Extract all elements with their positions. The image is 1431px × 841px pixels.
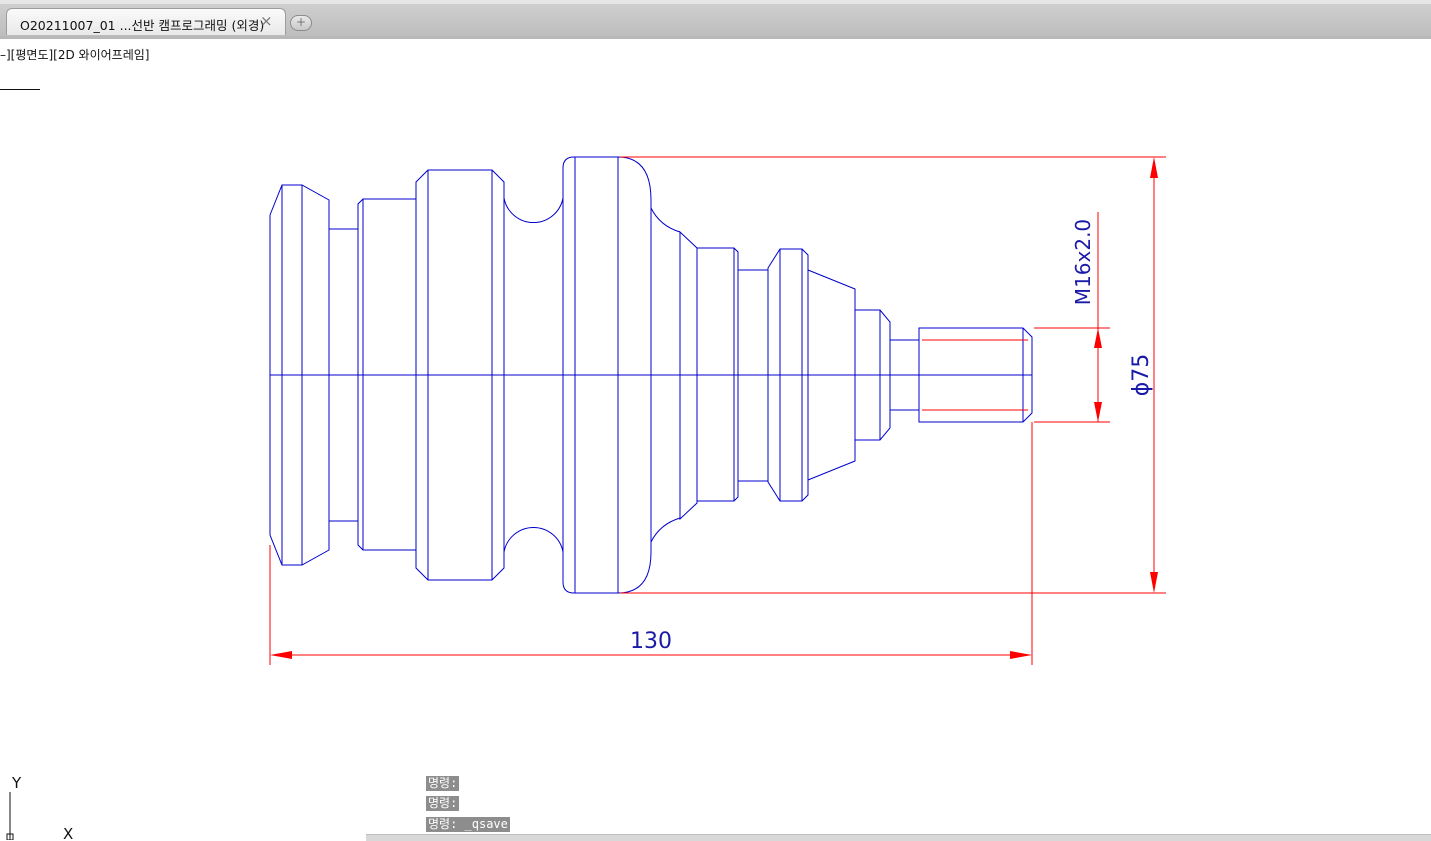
diameter-dimension-text[interactable]: ϕ75: [1129, 354, 1154, 397]
thread-minor-lines: [922, 339, 1028, 411]
file-tab[interactable]: O20211007_01 ...선반 캠프로그래밍 (외경) ×: [6, 8, 286, 35]
tab-bar-divider: [0, 36, 1431, 39]
new-tab-button[interactable]: +: [290, 15, 312, 31]
part-geometry: [269, 156, 1033, 594]
thread-dimension-text[interactable]: M16x2.0: [1071, 219, 1095, 305]
horizontal-scrollbar[interactable]: [366, 834, 1431, 841]
close-icon[interactable]: ×: [260, 12, 273, 30]
command-history-line: 명령:: [426, 776, 460, 791]
dimension-lines: [269, 156, 1166, 665]
file-tab-bar: O20211007_01 ...선반 캠프로그래밍 (외경) × +: [0, 4, 1431, 37]
dimension-arrows: [270, 157, 1158, 659]
viewport-controls[interactable]: –][평면도][2D 와이어프레임]: [0, 48, 150, 62]
groove-bottom: [503, 527, 564, 553]
viewport-underline: [0, 89, 40, 90]
groove-top: [503, 197, 564, 223]
command-history-line: 명령: _qsave: [426, 817, 510, 832]
ucs-x-label: X: [63, 825, 73, 840]
ucs-y-label: Y: [11, 774, 22, 792]
length-dimension-text[interactable]: 130: [630, 629, 672, 654]
command-history-line: 명령:: [426, 796, 460, 811]
file-tab-title: O20211007_01 ...선반 캠프로그래밍 (외경): [20, 18, 265, 33]
ucs-icon: Y X: [6, 774, 73, 840]
